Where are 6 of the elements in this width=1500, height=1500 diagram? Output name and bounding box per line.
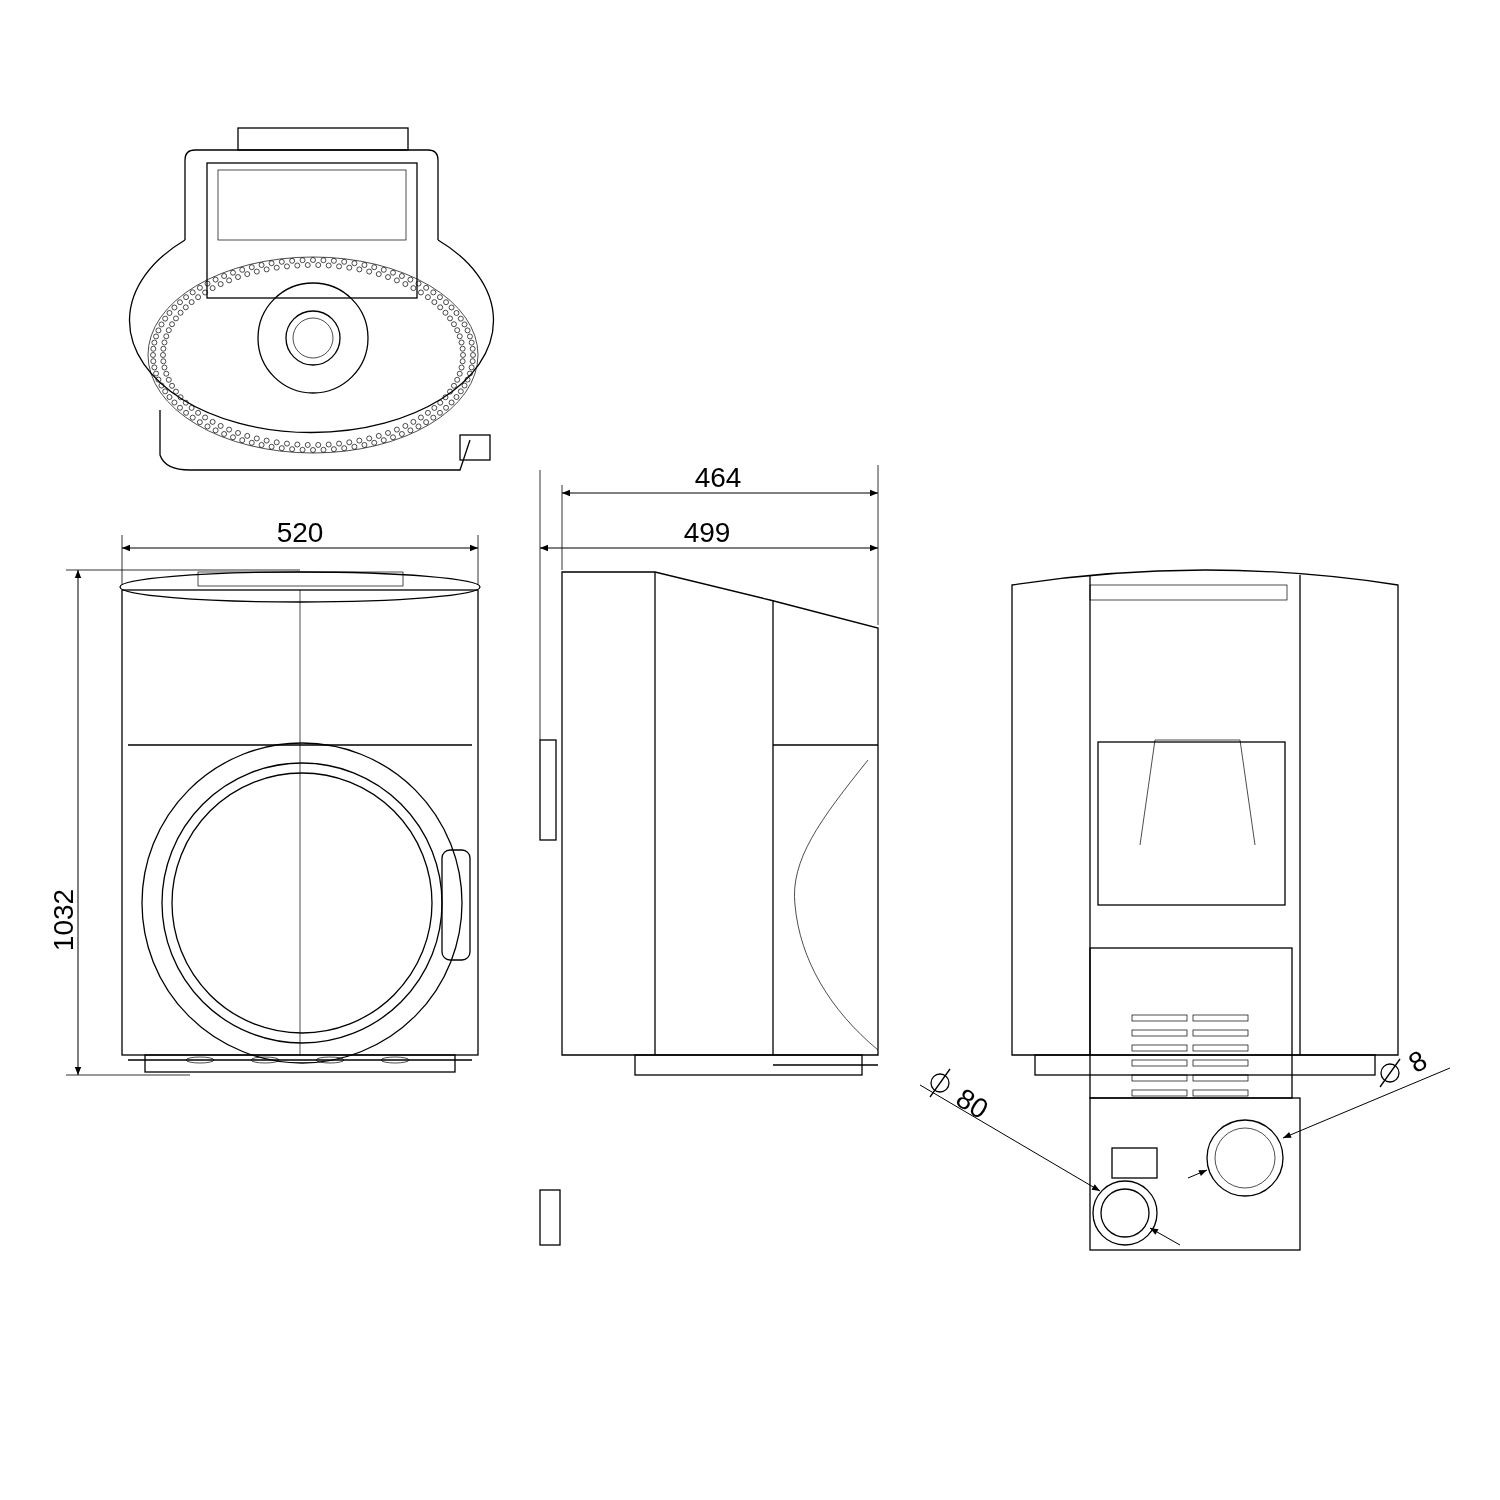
dimension-label: 80 [951, 1083, 993, 1125]
dimension-label: 520 [276, 519, 324, 547]
dimension-label: 1032 [50, 888, 78, 952]
dimension-label: 499 [683, 519, 731, 547]
dimension-label: 464 [694, 464, 742, 492]
dimension-label: 8 [1404, 1046, 1432, 1078]
